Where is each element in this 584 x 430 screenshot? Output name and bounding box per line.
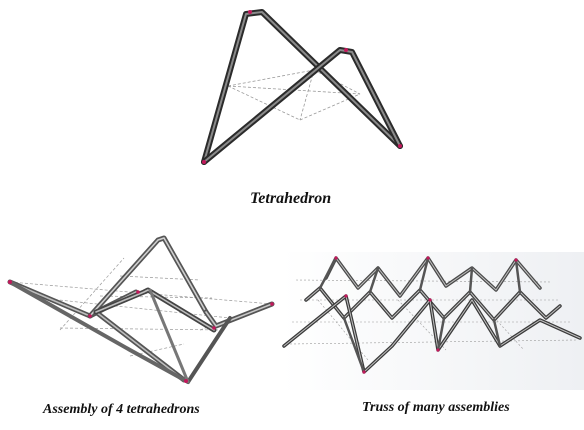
assembly-joints [8,280,274,383]
tetrahedron-rods [201,9,403,165]
tetrahedron-figure [201,9,403,165]
truss-figure [282,252,584,390]
truss-caption: Truss of many assemblies [362,400,510,415]
truss-joints [334,256,518,374]
assembly-dashed-lines [9,257,273,357]
tetrahedron-dashed-base [227,69,361,121]
tetrahedron-caption: Tetrahedron [250,190,332,207]
tetrahedron-joints [202,10,402,164]
assembly-rods [7,235,275,384]
assembly-caption: Assembly of 4 tetrahedrons [43,402,200,417]
assembly-figure [7,235,275,384]
